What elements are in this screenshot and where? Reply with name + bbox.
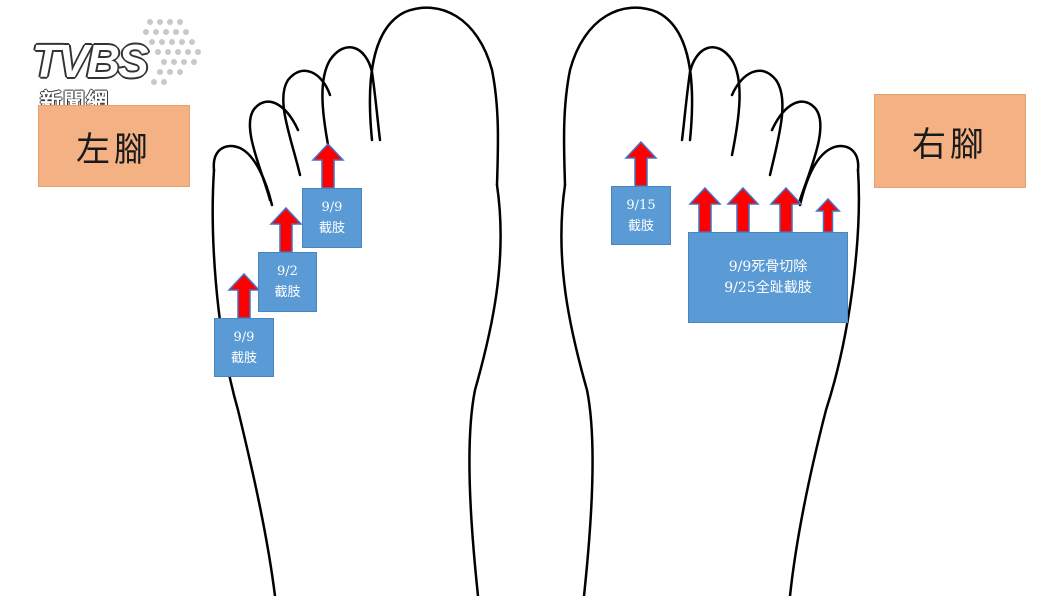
right-arrow-third-toe <box>727 187 759 233</box>
note-left-fourth-toe: 9/2 截肢 <box>258 252 317 312</box>
left-foot-medial-edge <box>468 183 502 596</box>
note-date: 9/9 <box>321 200 343 215</box>
left-arrow-third-toe <box>312 143 344 189</box>
right-fifth-toe <box>798 144 860 207</box>
right-foot-lateral-edge <box>788 168 861 596</box>
left-fifth-toe <box>212 144 274 207</box>
note-text: 截肢 <box>627 218 654 234</box>
note-text: 截肢 <box>318 221 345 236</box>
note-date: 9/2 <box>277 264 298 279</box>
note-date: 9/9 <box>233 329 255 345</box>
note-date: 9/15 <box>626 197 656 213</box>
left-foot-label: 左腳 <box>38 105 190 187</box>
logo-dots <box>143 19 201 85</box>
right-fourth-toe <box>770 100 822 202</box>
note-procedure: 9/9死骨切除 <box>728 258 808 275</box>
right-arrow-fifth-toe <box>815 197 841 233</box>
right-foot-outline <box>560 6 861 596</box>
left-third-toe <box>282 69 332 177</box>
left-foot-lateral-edge <box>211 168 277 596</box>
right-arrow-fourth-toe <box>770 187 802 233</box>
note-text: 截肢 <box>274 285 301 300</box>
note-right-big-toe: 9/15 截肢 <box>611 186 671 245</box>
left-arrow-fourth-toe <box>270 207 302 253</box>
note-left-third-toe: 9/9 截肢 <box>302 188 362 248</box>
logo-brand: TVBS <box>32 35 149 87</box>
left-arrow-small-toe <box>228 273 260 319</box>
note-amputation: 9/25全趾截肢 <box>724 279 812 296</box>
right-third-toe <box>730 69 784 177</box>
note-right-toes: 9/9死骨切除 9/25全趾截肢 <box>688 232 848 323</box>
right-second-toe <box>680 46 741 157</box>
note-left-small-toe: 9/9 截肢 <box>214 318 274 377</box>
left-foot-outline <box>211 6 502 596</box>
tvbs-logo: TVBS 新聞網 <box>28 14 218 115</box>
right-foot-medial-edge <box>560 183 594 596</box>
left-fourth-toe <box>248 100 300 202</box>
right-arrow-big-toe <box>625 141 657 187</box>
right-big-toe <box>562 6 694 187</box>
right-foot-label: 右腳 <box>874 94 1026 188</box>
note-text: 截肢 <box>230 350 257 366</box>
left-big-toe <box>368 6 500 187</box>
right-arrow-second-toe <box>689 187 721 233</box>
left-second-toe <box>321 46 382 157</box>
